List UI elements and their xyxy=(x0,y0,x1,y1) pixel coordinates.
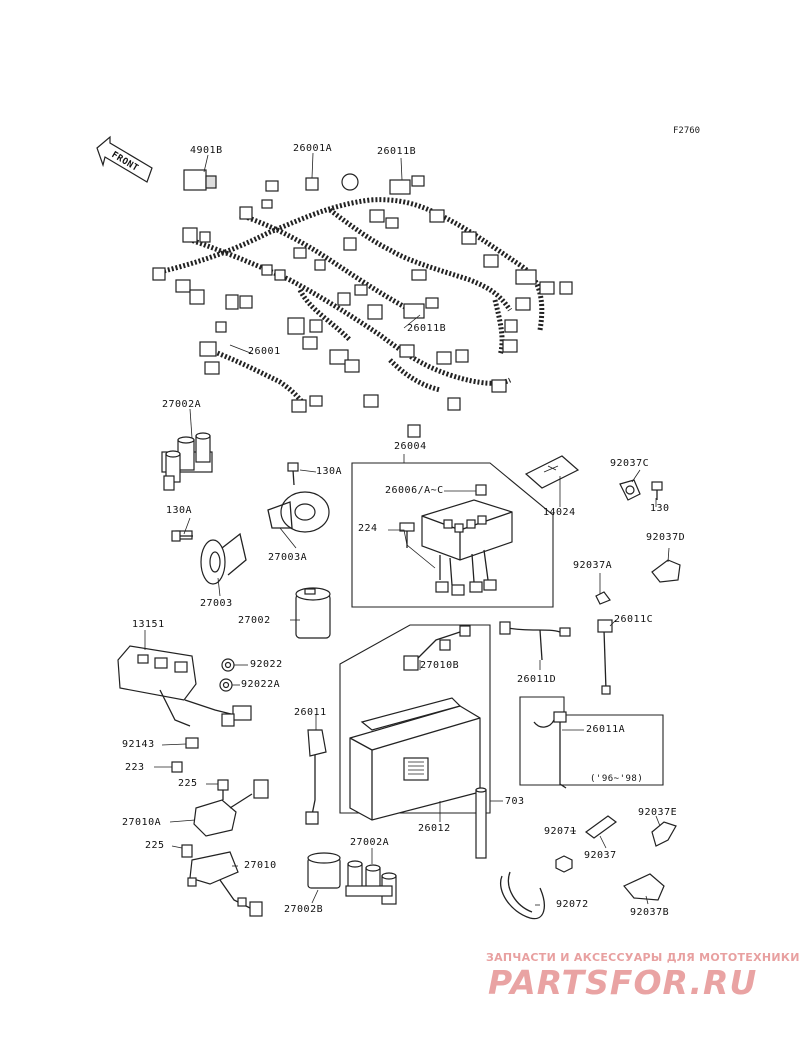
bracket-92037E xyxy=(651,821,677,847)
year-range-label: ('96~'98) xyxy=(590,774,644,784)
part-label-26011B-top: 26011B xyxy=(377,146,417,157)
part-label-26004: 26004 xyxy=(394,441,427,452)
part-label-27003: 27003 xyxy=(200,598,233,609)
main-harness-26001 xyxy=(159,197,545,407)
horn-27003A xyxy=(267,462,330,533)
front-arrow-icon xyxy=(96,135,153,183)
junction-box-26004 xyxy=(351,462,554,608)
part-label-26011D: 26011D xyxy=(517,674,557,685)
part-label-26006: 26006/A~C xyxy=(385,485,444,496)
part-label-130: 130 xyxy=(650,503,670,514)
part-label-225-bottom: 225 xyxy=(145,840,165,851)
watermark-logo: PARTSFOR.RU xyxy=(488,963,758,1002)
screw-223 xyxy=(171,761,183,773)
part-label-14024: 14024 xyxy=(543,507,576,518)
part-label-92072: 92072 xyxy=(556,899,589,910)
strap-92037 xyxy=(584,815,618,839)
part-label-27002A-bottom: 27002A xyxy=(350,837,390,848)
part-label-26011: 26011 xyxy=(294,707,327,718)
part-label-27010: 27010 xyxy=(244,860,277,871)
leader-lines xyxy=(144,152,670,906)
part-label-26011B-mid: 26011B xyxy=(407,323,447,334)
relay-27002A-bottom xyxy=(345,860,397,905)
part-label-27002A-top: 27002A xyxy=(162,399,202,410)
part-label-92037D: 92037D xyxy=(646,532,686,543)
part-label-130A-left: 130A xyxy=(166,505,193,516)
part-label-92037: 92037 xyxy=(584,850,617,861)
part-label-92037C: 92037C xyxy=(610,458,650,469)
part-label-27010B: 27010B xyxy=(420,660,460,671)
lead-26011C xyxy=(595,591,613,695)
lead-26011D xyxy=(499,621,571,661)
part-label-27003A: 27003A xyxy=(268,552,308,563)
part-label-26012: 26012 xyxy=(418,823,451,834)
part-label-92022A: 92022A xyxy=(241,679,281,690)
nut-92022 xyxy=(221,658,235,672)
part-label-26001A: 26001A xyxy=(293,143,333,154)
nut-92071 xyxy=(555,855,573,873)
switch-box-13151 xyxy=(117,645,252,749)
part-label-92037B: 92037B xyxy=(630,907,670,918)
part-label-27002: 27002 xyxy=(238,615,271,626)
part-label-26001: 26001 xyxy=(248,346,281,357)
lead-26011A-panel xyxy=(519,696,664,789)
part-label-26011C: 26011C xyxy=(614,614,654,625)
relay-27002A-top xyxy=(161,432,213,491)
part-label-92022: 92022 xyxy=(250,659,283,670)
relay-27002B xyxy=(307,852,341,889)
part-label-92071: 92071 xyxy=(544,826,577,837)
part-label-225-top: 225 xyxy=(178,778,198,789)
harness-connectors xyxy=(152,169,573,438)
part-label-92143: 92143 xyxy=(122,739,155,750)
part-label-223: 223 xyxy=(125,762,145,773)
vent-tube-703 xyxy=(475,787,487,859)
bracket-92037D xyxy=(651,559,681,583)
label-14024 xyxy=(524,455,580,489)
regulator-27010 xyxy=(181,844,263,917)
part-label-92037A: 92037A xyxy=(573,560,613,571)
part-label-27010A: 27010A xyxy=(122,817,162,828)
relay-27002 xyxy=(295,587,331,639)
regulator-27010A xyxy=(193,779,269,837)
band-92072 xyxy=(500,871,545,920)
part-label-26011A: 26011A xyxy=(586,724,626,735)
part-label-4901B: 4901B xyxy=(190,145,223,156)
figure-ref: F2760 xyxy=(673,126,701,136)
nut-92022A xyxy=(219,678,233,692)
watermark-tagline: ЗАПЧАСТИ И АКСЕССУАРЫ ДЛЯ МОТОТЕХНИКИ xyxy=(486,951,800,964)
part-label-92037E: 92037E xyxy=(638,807,678,818)
clamp-92037C xyxy=(619,479,663,501)
bracket-92037B xyxy=(623,873,665,901)
battery-lead-26011 xyxy=(305,729,327,825)
horn-27003 xyxy=(175,530,247,585)
part-label-27002B: 27002B xyxy=(284,904,324,915)
part-label-130A-right: 130A xyxy=(316,466,343,477)
battery-26012 xyxy=(339,624,491,821)
part-label-13151: 13151 xyxy=(132,619,165,630)
part-label-703: 703 xyxy=(505,796,525,807)
part-label-224: 224 xyxy=(358,523,378,534)
bolt-130A-left xyxy=(171,530,193,542)
